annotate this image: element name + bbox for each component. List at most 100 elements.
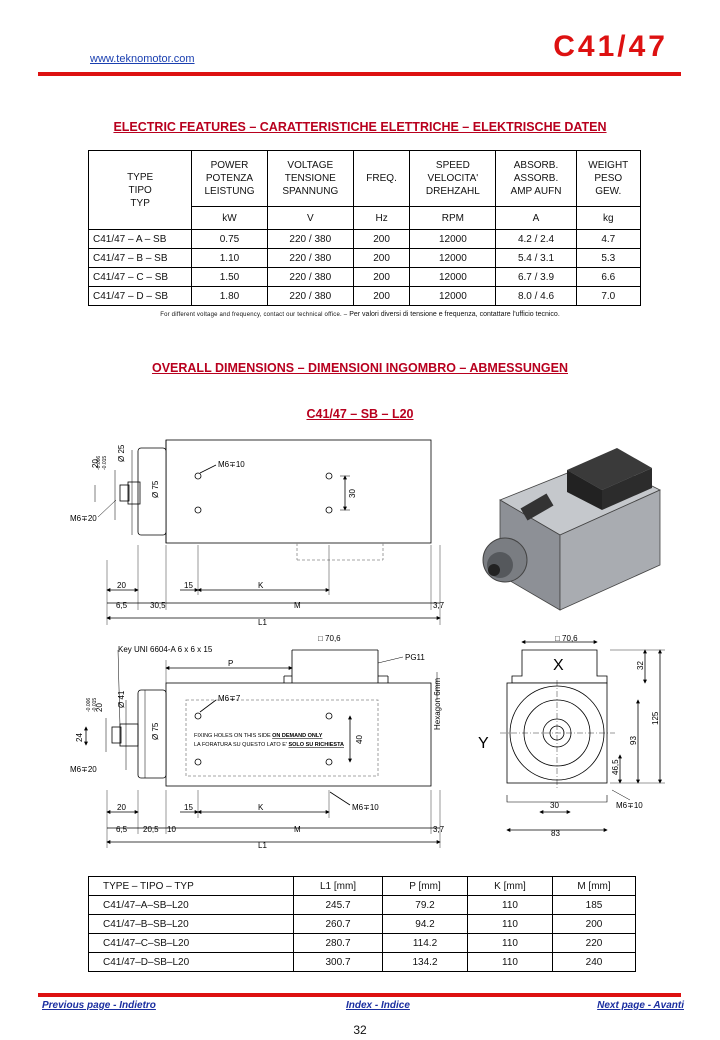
label-l1: L1	[258, 618, 267, 627]
table-row: C41/47 – A – SB 0.75 220 / 380 200 12000…	[87, 229, 642, 249]
cell-weight: 4.7	[575, 229, 642, 249]
label-diameter-20: 20	[91, 459, 100, 468]
label-m6-20-2: M6∓20	[70, 765, 97, 774]
footer-divider	[38, 993, 681, 997]
cell-weight: 6.6	[575, 267, 642, 287]
cell-l1: 245.7	[293, 895, 383, 915]
page-number: 32	[353, 1023, 367, 1037]
cell-absorption: 6.7 / 3.9	[495, 267, 577, 287]
cell-speed: 12000	[409, 248, 497, 268]
cell-power: 1.80	[191, 286, 268, 306]
bottom-side-view	[84, 649, 441, 848]
cell-voltage: 220 / 380	[266, 229, 354, 249]
label-key-spec: Key UNI 6604-A 6 x 6 x 15	[118, 645, 213, 654]
cell-type: C41/47 – B – SB	[87, 248, 193, 268]
cell-m: 220	[552, 933, 636, 953]
cell-voltage: 220 / 380	[266, 267, 354, 287]
table-unit-row: kW V Hz RPM A kg	[89, 206, 642, 230]
previous-page-link[interactable]: Previous page - Indietro	[42, 1000, 156, 1011]
dimensions-table: TYPE – TIPO – TYP L1 [mm] P [mm] K [mm] …	[88, 876, 636, 972]
unit-voltage: V	[266, 206, 354, 230]
label-93: 93	[629, 736, 638, 745]
label-20-5: 20,5	[143, 825, 159, 834]
label-m: M	[294, 601, 301, 610]
voltage-note: For different voltage and frequency, con…	[0, 311, 720, 318]
cell-l1: 300.7	[293, 952, 383, 972]
note-italian: Per valori diversi di tensione e frequen…	[349, 311, 560, 318]
label-40: 40	[355, 735, 364, 744]
spindle-product-image	[482, 448, 661, 611]
label-m6-20: M6∓20	[70, 514, 97, 523]
label-24: 24	[75, 733, 84, 742]
label-tolerance-top-2: -0.006	[86, 698, 92, 712]
label-k-2: K	[258, 803, 264, 812]
cell-weight: 5.3	[575, 248, 642, 268]
cell-p: 94.2	[382, 914, 468, 934]
label-m6-7: M6∓7	[218, 694, 241, 703]
index-link[interactable]: Index - Indice	[346, 1000, 410, 1011]
cell-p: 114.2	[382, 933, 468, 953]
label-diameter-75-2: Ø 75	[151, 722, 160, 740]
cell-type: C41/47 – D – SB	[87, 286, 193, 306]
label-diameter-25: Ø 25	[117, 444, 126, 462]
label-15: 15	[184, 581, 193, 590]
label-m6-10-front: M6∓10	[616, 801, 643, 810]
cell-m: 200	[552, 914, 636, 934]
table-header-row: TYPE TIPO TYP POWER POTENZA LEISTUNG VOL…	[87, 150, 642, 230]
label-tolerance-top: -0.006	[96, 456, 102, 470]
cell-type: C41/47–D–SB–L20	[88, 952, 294, 972]
cell-type: C41/47 – C – SB	[87, 267, 193, 287]
label-pg11: PG11	[405, 653, 425, 662]
top-side-view	[94, 439, 441, 625]
table-row: C41/47–A–SB–L20 245.7 79.2 110 185	[88, 895, 636, 915]
label-l1-2: L1	[258, 841, 267, 850]
header-type: TYPE TIPO TYP	[87, 150, 193, 230]
label-m6-10: M6∓10	[218, 460, 245, 469]
cell-l1: 260.7	[293, 914, 383, 934]
label-diameter-41: Ø 41	[117, 690, 126, 708]
cell-m: 240	[552, 952, 636, 972]
label-k: K	[258, 581, 264, 590]
cell-frequency: 200	[352, 286, 411, 306]
label-10: 10	[167, 825, 176, 834]
model-code-title: C41/47	[553, 30, 668, 63]
label-125: 125	[651, 711, 660, 725]
label-30-front: 30	[550, 801, 559, 810]
unit-power: kW	[191, 206, 268, 230]
header-type: TYPE – TIPO – TYP	[88, 876, 294, 896]
table-row: C41/47 – C – SB 1.50 220 / 380 200 12000…	[87, 267, 642, 287]
label-fixing-holes-en: FIXING HOLES ON THIS SIDE ON DEMAND ONLY	[194, 733, 323, 739]
label-32: 32	[636, 661, 645, 670]
cell-weight: 7.0	[575, 286, 642, 306]
label-diameter-75: Ø 75	[151, 480, 160, 498]
cell-l1: 280.7	[293, 933, 383, 953]
cell-voltage: 220 / 380	[266, 286, 354, 306]
label-30: 30	[348, 489, 357, 498]
table-row: C41/47–C–SB–L20 280.7 114.2 110 220	[88, 933, 636, 953]
label-p: P	[228, 659, 233, 668]
header-voltage: VOLTAGE TENSIONE SPANNUNG	[266, 150, 354, 207]
header-absorption: ABSORB. ASSORB. AMP AUFN	[495, 150, 577, 207]
cell-speed: 12000	[409, 286, 497, 306]
header-m: M [mm]	[552, 876, 636, 896]
label-20-2: 20	[117, 803, 126, 812]
table-row: C41/47–B–SB–L20 260.7 94.2 110 200	[88, 914, 636, 934]
cell-frequency: 200	[352, 267, 411, 287]
website-link[interactable]: www.teknomotor.com	[90, 53, 195, 65]
label-m-2: M	[294, 825, 301, 834]
table-header-row: TYPE – TIPO – TYP L1 [mm] P [mm] K [mm] …	[88, 876, 636, 896]
next-page-link[interactable]: Next page - Avanti	[597, 1000, 684, 1011]
drawing-subtitle: C41/47 – SB – L20	[306, 407, 414, 421]
cell-speed: 12000	[409, 267, 497, 287]
cell-type: C41/47–C–SB–L20	[88, 933, 294, 953]
cell-absorption: 4.2 / 2.4	[495, 229, 577, 249]
cell-frequency: 200	[352, 229, 411, 249]
header-frequency: FREQ.	[352, 150, 411, 207]
label-20: 20	[117, 581, 126, 590]
label-15-2: 15	[184, 803, 193, 812]
label-hexagon: Hexagon 6mm	[433, 678, 442, 730]
cell-frequency: 200	[352, 248, 411, 268]
technical-drawing: M6∓10 M6∓20 -0.006 -0.015 20 Ø 25 Ø 75 3…	[70, 439, 665, 850]
label-tolerance-bottom-2: -0.015	[92, 698, 98, 712]
unit-speed: RPM	[409, 206, 497, 230]
